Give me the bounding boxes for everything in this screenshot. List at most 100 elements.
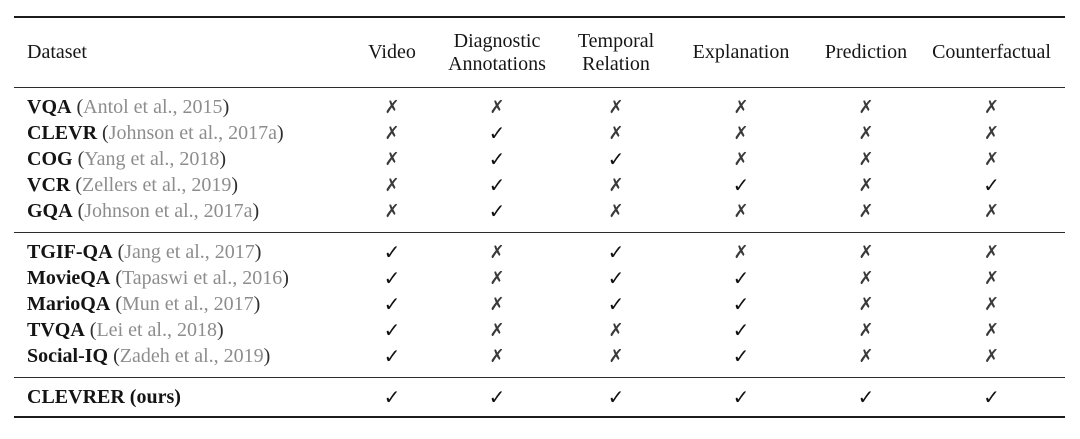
mark-cell: ✓ bbox=[488, 147, 506, 171]
header-explanation: Explanation bbox=[692, 41, 790, 63]
header-dataset: Dataset bbox=[27, 41, 87, 63]
image-qa-group: VQA(Antol et al., 2015) ✗ ✗ ✗ ✗ ✗ ✗ CLEV… bbox=[14, 88, 1065, 233]
mark-cell: ✓ bbox=[383, 240, 401, 264]
mark-cell: ✓ bbox=[983, 173, 1000, 197]
video-qa-group: TGIF-QA(Jang et al., 2017) ✓ ✗ ✓ ✗ ✗ ✗ M… bbox=[14, 232, 1065, 378]
mark-cell: ✓ bbox=[607, 240, 625, 264]
mark-cell: ✗ bbox=[858, 241, 874, 263]
mark-cell: ✗ bbox=[384, 122, 400, 144]
mark-cell: ✓ bbox=[732, 385, 750, 409]
mark-cell: ✗ bbox=[858, 200, 874, 222]
table-row-social-iq: Social-IQ(Zadeh et al., 2019) ✓ ✗ ✗ ✓ ✗ … bbox=[14, 343, 1065, 378]
dataset-citation: (Yang et al., 2018) bbox=[77, 147, 227, 170]
mark-cell: ✗ bbox=[489, 293, 505, 315]
mark-cell: ✓ bbox=[383, 292, 401, 316]
mark-cell: ✗ bbox=[983, 345, 1000, 367]
dataset-name: TGIF-QA bbox=[27, 240, 113, 263]
mark-cell: ✗ bbox=[983, 241, 1000, 263]
dataset-name: MovieQA bbox=[27, 266, 111, 289]
dataset-name: MarioQA bbox=[27, 292, 111, 315]
mark-cell: ✗ bbox=[733, 200, 749, 222]
mark-cell: ✓ bbox=[607, 292, 625, 316]
dataset-comparison-table-wrap: Dataset Video Diagnostic Annotations Tem… bbox=[14, 16, 1065, 418]
mark-cell: ✗ bbox=[983, 319, 1000, 341]
table-row-clevr: CLEVR(Johnson et al., 2017a) ✗ ✓ ✗ ✗ ✗ ✗ bbox=[14, 120, 1065, 146]
mark-cell: ✗ bbox=[733, 148, 749, 170]
header-counterfactual: Counterfactual bbox=[932, 41, 1051, 63]
mark-cell: ✗ bbox=[858, 319, 874, 341]
dataset-citation: (Johnson et al., 2017a) bbox=[102, 121, 284, 144]
mark-cell: ✗ bbox=[733, 96, 749, 118]
mark-cell: ✓ bbox=[732, 292, 750, 316]
clevrer-group: CLEVRER(ours) ✓ ✓ ✓ ✓ ✓ ✓ bbox=[14, 377, 1065, 418]
mark-cell: ✗ bbox=[983, 200, 1000, 222]
table-row-tgif-qa: TGIF-QA(Jang et al., 2017) ✓ ✗ ✓ ✗ ✗ ✗ bbox=[14, 233, 1065, 266]
dataset-citation: (Antol et al., 2015) bbox=[76, 95, 230, 118]
mark-cell: ✓ bbox=[732, 318, 750, 342]
table-header: Dataset Video Diagnostic Annotations Tem… bbox=[14, 17, 1065, 88]
mark-cell: ✓ bbox=[983, 385, 1000, 409]
dataset-ours-label: (ours) bbox=[129, 385, 181, 408]
mark-cell: ✗ bbox=[858, 148, 874, 170]
dataset-citation: (Johnson et al., 2017a) bbox=[77, 199, 260, 222]
dataset-name: GQA bbox=[27, 199, 73, 222]
dataset-citation: (Tapaswi et al., 2016) bbox=[115, 266, 289, 289]
mark-cell: ✗ bbox=[983, 293, 1000, 315]
table-row-cog: COG(Yang et al., 2018) ✗ ✓ ✓ ✗ ✗ ✗ bbox=[14, 146, 1065, 172]
header-temporal-relation: Temporal Relation bbox=[577, 29, 655, 75]
mark-cell: ✓ bbox=[488, 385, 506, 409]
mark-cell: ✓ bbox=[857, 385, 875, 409]
mark-cell: ✗ bbox=[489, 319, 505, 341]
mark-cell: ✗ bbox=[983, 148, 1000, 170]
table-row-vcr: VCR(Zellers et al., 2019) ✗ ✓ ✗ ✓ ✗ ✓ bbox=[14, 172, 1065, 198]
dataset-comparison-table: Dataset Video Diagnostic Annotations Tem… bbox=[14, 16, 1065, 418]
dataset-citation: (Mun et al., 2017) bbox=[115, 292, 261, 315]
mark-cell: ✗ bbox=[608, 96, 624, 118]
mark-cell: ✓ bbox=[607, 147, 625, 171]
mark-cell: ✗ bbox=[489, 96, 505, 118]
mark-cell: ✓ bbox=[732, 266, 750, 290]
mark-cell: ✗ bbox=[733, 241, 749, 263]
dataset-name: Social-IQ bbox=[27, 344, 109, 367]
mark-cell: ✗ bbox=[983, 267, 1000, 289]
dataset-name: VQA bbox=[27, 95, 72, 118]
mark-cell: ✓ bbox=[488, 173, 506, 197]
mark-cell: ✗ bbox=[858, 267, 874, 289]
mark-cell: ✗ bbox=[858, 122, 874, 144]
mark-cell: ✗ bbox=[608, 122, 624, 144]
mark-cell: ✗ bbox=[858, 174, 874, 196]
mark-cell: ✓ bbox=[607, 385, 625, 409]
table-row-movieqa: MovieQA(Tapaswi et al., 2016) ✓ ✗ ✓ ✓ ✗ … bbox=[14, 265, 1065, 291]
header-diagnostic-annotations: Diagnostic Annotations bbox=[448, 29, 546, 75]
table-row-vqa: VQA(Antol et al., 2015) ✗ ✗ ✗ ✗ ✗ ✗ bbox=[14, 88, 1065, 121]
mark-cell: ✓ bbox=[383, 344, 401, 368]
table-row-tvqa: TVQA(Lei et al., 2018) ✓ ✗ ✗ ✓ ✗ ✗ bbox=[14, 317, 1065, 343]
mark-cell: ✗ bbox=[489, 345, 505, 367]
mark-cell: ✗ bbox=[608, 200, 624, 222]
mark-cell: ✓ bbox=[383, 385, 401, 409]
mark-cell: ✗ bbox=[608, 174, 624, 196]
mark-cell: ✗ bbox=[608, 345, 624, 367]
mark-cell: ✓ bbox=[488, 121, 506, 145]
dataset-name: CLEVRER bbox=[27, 385, 125, 408]
mark-cell: ✗ bbox=[384, 174, 400, 196]
mark-cell: ✓ bbox=[383, 318, 401, 342]
mark-cell: ✗ bbox=[489, 241, 505, 263]
dataset-citation: (Zadeh et al., 2019) bbox=[113, 344, 271, 367]
table-row-clevrer: CLEVRER(ours) ✓ ✓ ✓ ✓ ✓ ✓ bbox=[14, 378, 1065, 418]
header-row: Dataset Video Diagnostic Annotations Tem… bbox=[14, 17, 1065, 88]
mark-cell: ✓ bbox=[732, 173, 750, 197]
mark-cell: ✗ bbox=[858, 96, 874, 118]
header-video: Video bbox=[368, 41, 416, 63]
dataset-name: VCR bbox=[27, 173, 71, 196]
dataset-name: CLEVR bbox=[27, 121, 98, 144]
mark-cell: ✓ bbox=[488, 199, 506, 223]
dataset-name: TVQA bbox=[27, 318, 85, 341]
mark-cell: ✗ bbox=[983, 122, 1000, 144]
dataset-name: COG bbox=[27, 147, 73, 170]
mark-cell: ✗ bbox=[858, 345, 874, 367]
mark-cell: ✗ bbox=[983, 96, 1000, 118]
mark-cell: ✗ bbox=[608, 319, 624, 341]
mark-cell: ✗ bbox=[733, 122, 749, 144]
mark-cell: ✓ bbox=[383, 266, 401, 290]
